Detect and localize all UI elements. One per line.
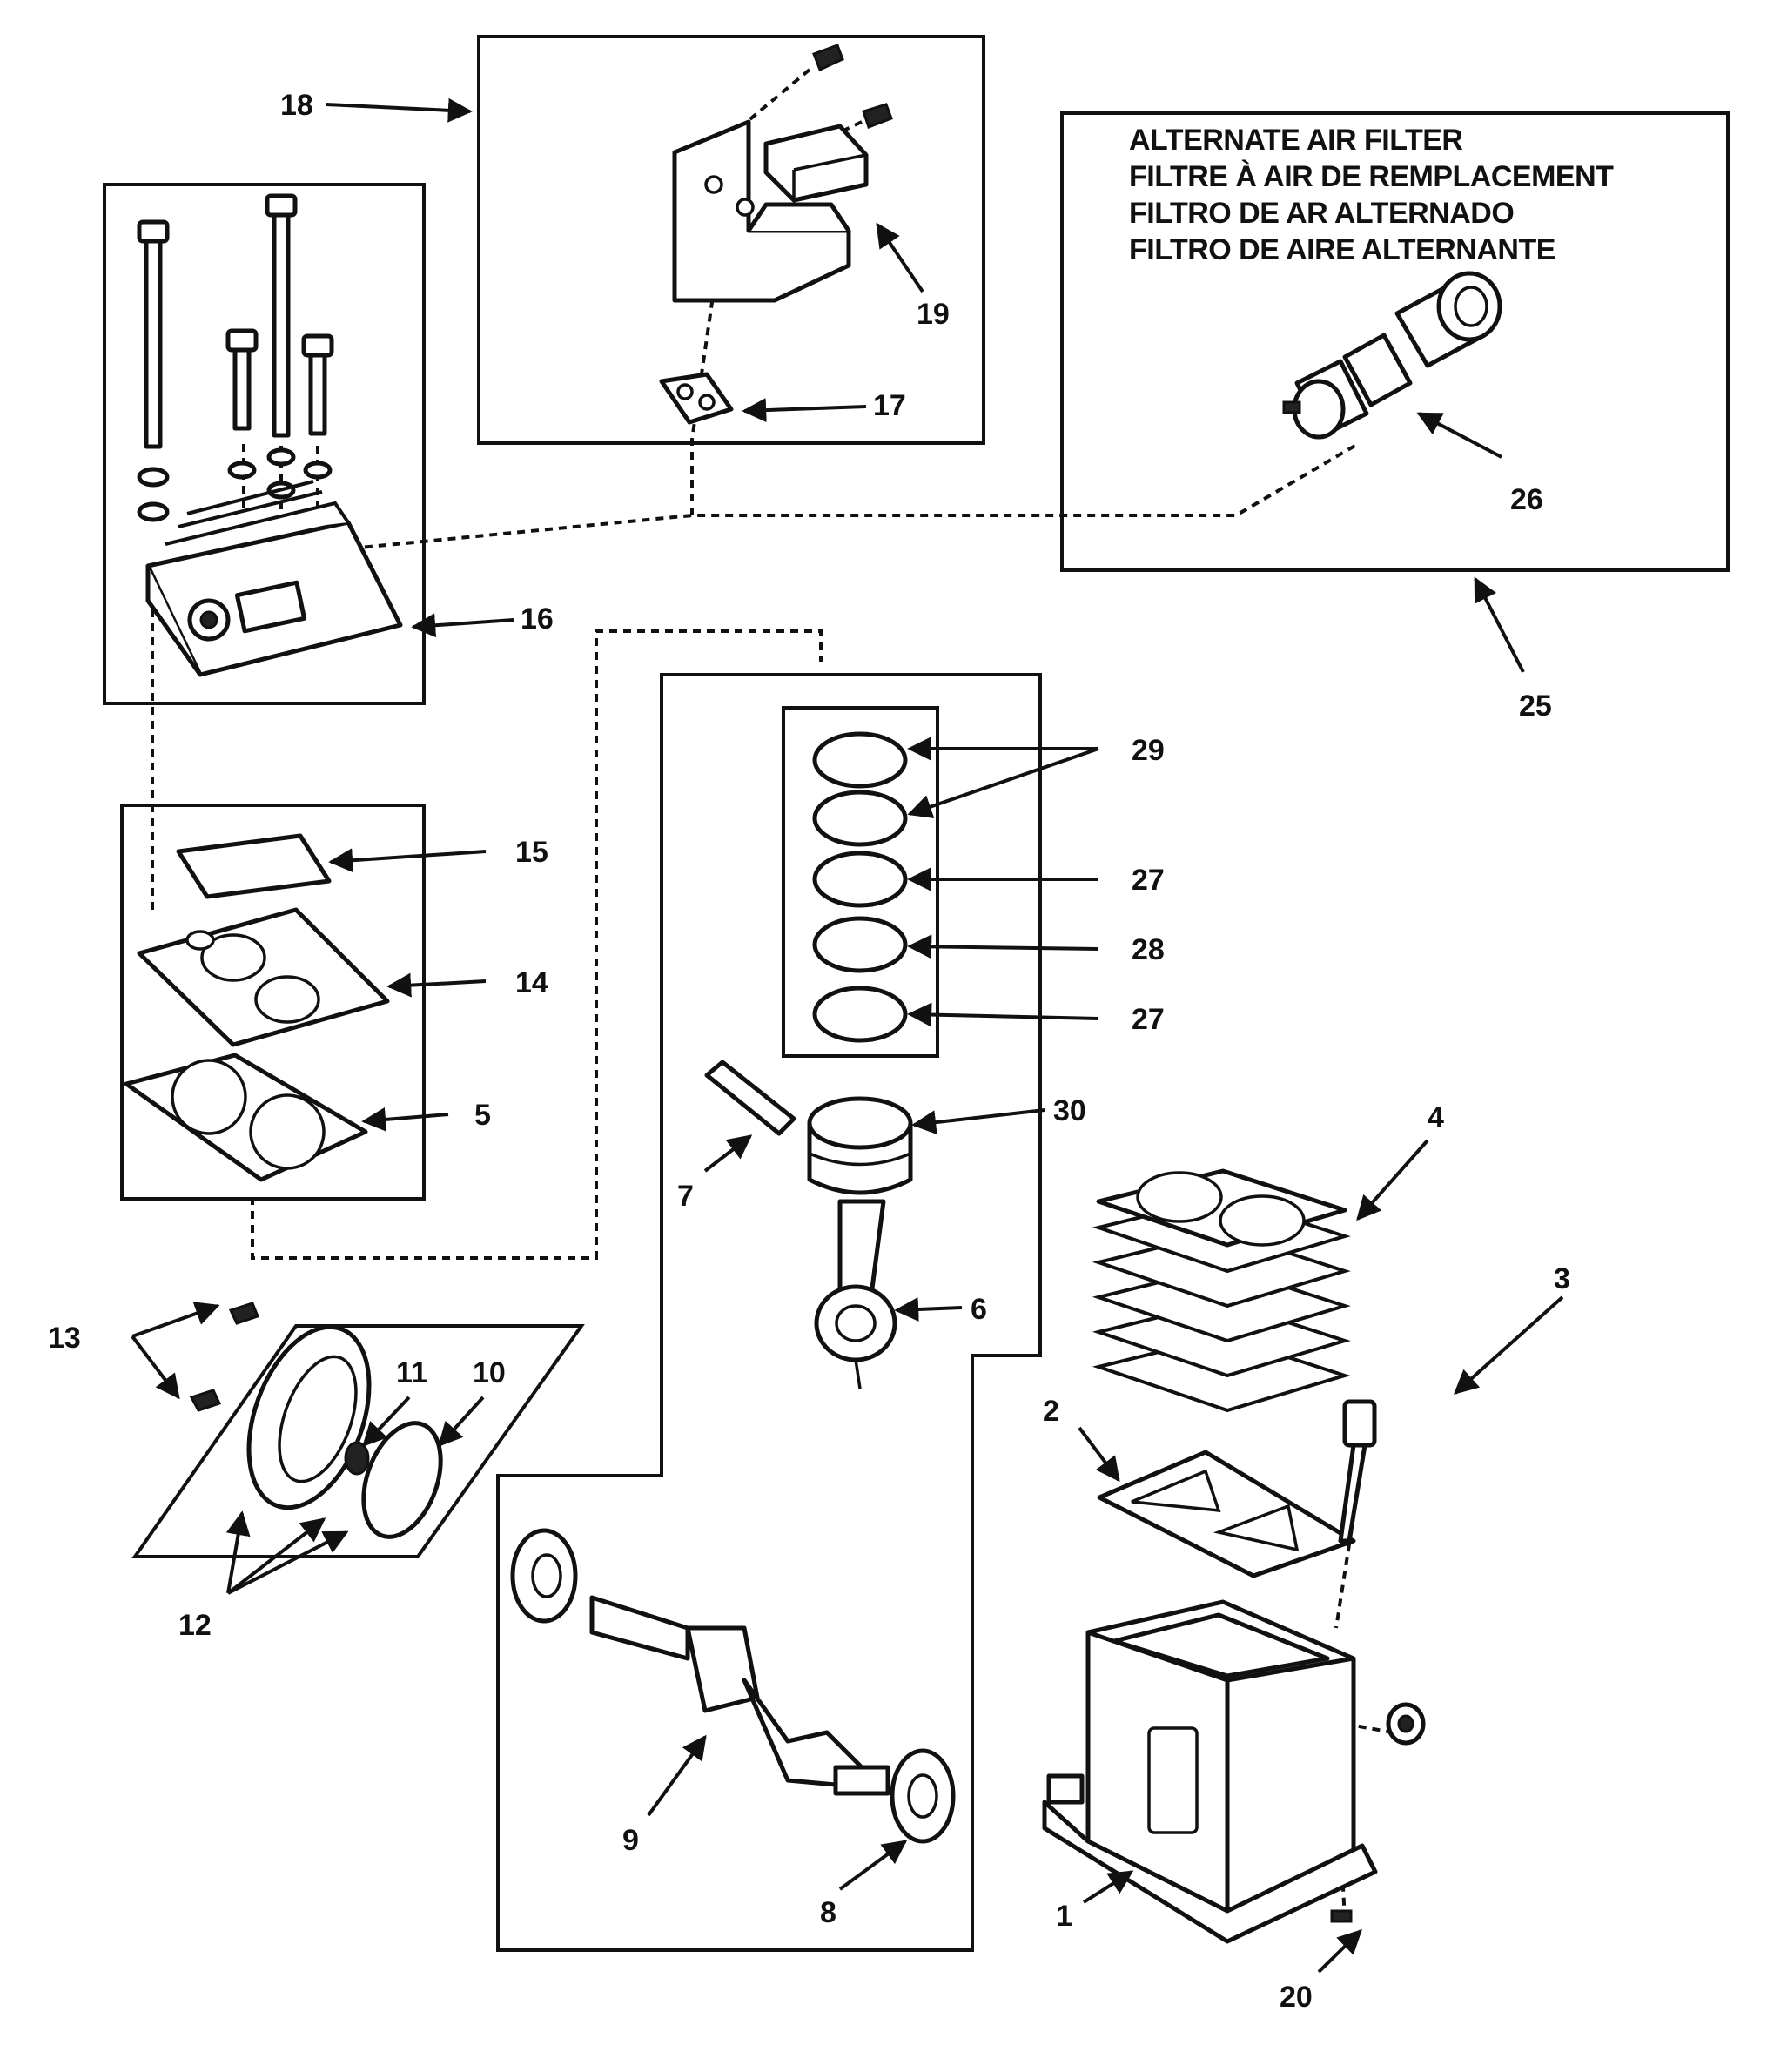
callout-19: 19 <box>917 298 950 331</box>
piston-rings-box <box>782 706 939 1058</box>
alternate-filter-box <box>1060 111 1730 572</box>
breather-group-box <box>477 35 985 445</box>
arrow-4 <box>1356 1139 1429 1221</box>
note-line-3: FILTRO DE AR ALTERNADO <box>1129 197 1514 230</box>
callout-13: 13 <box>48 1322 81 1355</box>
arrow-2 <box>1078 1426 1120 1483</box>
arrow-7 <box>703 1134 753 1173</box>
callout-25: 25 <box>1519 690 1552 723</box>
crankshaft-9 <box>510 1528 890 1796</box>
plug-dash <box>1334 1488 1360 1629</box>
air-filter-connection-line <box>350 442 1360 550</box>
bearing-carrier-parts <box>189 1302 443 1539</box>
callout-1: 1 <box>1056 1900 1072 1933</box>
note-line-1: ALTERNATE AIR FILTER <box>1129 124 1462 157</box>
callout-30: 30 <box>1053 1094 1086 1127</box>
callout-2: 2 <box>1043 1395 1059 1428</box>
arrow-11 <box>362 1396 411 1448</box>
air-filter-26 <box>1282 271 1502 440</box>
arrow-13b <box>131 1335 180 1400</box>
arrow-1 <box>1082 1870 1134 1904</box>
piston-30 <box>807 1096 913 1195</box>
cylinder-head-box <box>103 183 426 705</box>
arrow-26 <box>1416 412 1502 459</box>
note-line-2: FILTRE À AIR DE REMPLACEMENT <box>1129 160 1614 193</box>
callout-20: 20 <box>1280 1981 1313 2014</box>
arrow-12c <box>227 1530 349 1595</box>
arrow-15 <box>328 848 487 873</box>
arrow-27b <box>907 1002 1099 1027</box>
cylinder-head-16 <box>145 480 403 677</box>
head-gasket-5 <box>124 1053 368 1182</box>
arrow-20 <box>1317 1929 1363 1974</box>
callout-28: 28 <box>1132 933 1165 966</box>
breather-plug-3 <box>1338 1399 1377 1544</box>
valve-plate-14 <box>137 907 390 1047</box>
callout-14: 14 <box>515 966 548 999</box>
connecting-rod-6 <box>814 1199 897 1389</box>
crankcase-1 <box>1042 1599 1426 1944</box>
arrow-10 <box>438 1396 485 1448</box>
plate-to-rings-dash <box>251 629 823 1260</box>
ball-bearing-8 <box>890 1748 956 1844</box>
callout-6: 6 <box>971 1293 987 1326</box>
callout-18: 18 <box>280 89 313 122</box>
breather-screws <box>812 44 893 129</box>
callout-27-lower: 27 <box>1132 1003 1165 1036</box>
arrow-12a <box>225 1510 251 1594</box>
callout-11: 11 <box>396 1356 427 1389</box>
callout-3: 3 <box>1554 1262 1570 1295</box>
head-bolts <box>137 193 334 522</box>
arrow-30 <box>911 1108 1045 1135</box>
callout-12: 12 <box>178 1609 212 1642</box>
bearing-carrier-group-outline <box>131 1324 585 1558</box>
arrow-8 <box>838 1840 908 1891</box>
breather-cover-19 <box>763 124 869 203</box>
cylinder-4 <box>1092 1168 1351 1413</box>
arrow-17 <box>742 398 867 423</box>
piston-crank-group-outline <box>496 673 1042 1952</box>
arrow-16 <box>411 613 514 638</box>
arrow-14 <box>386 972 487 998</box>
arrow-19 <box>876 222 924 293</box>
arrow-29b <box>907 747 1099 819</box>
callout-8: 8 <box>820 1896 836 1929</box>
callout-17: 17 <box>873 389 906 422</box>
arrow-12b <box>226 1517 326 1595</box>
callout-26: 26 <box>1510 483 1543 516</box>
wrist-pin-7 <box>704 1060 796 1136</box>
callout-9: 9 <box>622 1824 639 1857</box>
arrow-18 <box>326 98 473 123</box>
callout-4: 4 <box>1428 1101 1444 1134</box>
reed-gasket-15 <box>176 833 332 899</box>
callout-10: 10 <box>473 1356 506 1389</box>
callout-27-upper: 27 <box>1132 864 1165 897</box>
callout-7: 7 <box>677 1180 694 1213</box>
callout-5: 5 <box>474 1099 491 1132</box>
breather-bracket <box>672 119 851 303</box>
arrow-25 <box>1474 576 1525 673</box>
callout-29: 29 <box>1132 734 1165 767</box>
valve-plate-box <box>120 804 426 1201</box>
piston-rings <box>812 731 908 1043</box>
base-gasket-2 <box>1097 1450 1356 1578</box>
arrow-9 <box>647 1734 707 1817</box>
arrow-13a <box>131 1302 220 1338</box>
note-line-4: FILTRO DE AIRE ALTERNANTE <box>1129 233 1555 266</box>
callout-15: 15 <box>515 836 548 869</box>
arrow-5 <box>361 1107 449 1132</box>
callout-16: 16 <box>521 602 554 636</box>
arrow-6 <box>894 1297 963 1322</box>
arrow-28 <box>907 934 1099 959</box>
gasket-17 <box>659 372 734 425</box>
arrow-3 <box>1453 1295 1564 1395</box>
